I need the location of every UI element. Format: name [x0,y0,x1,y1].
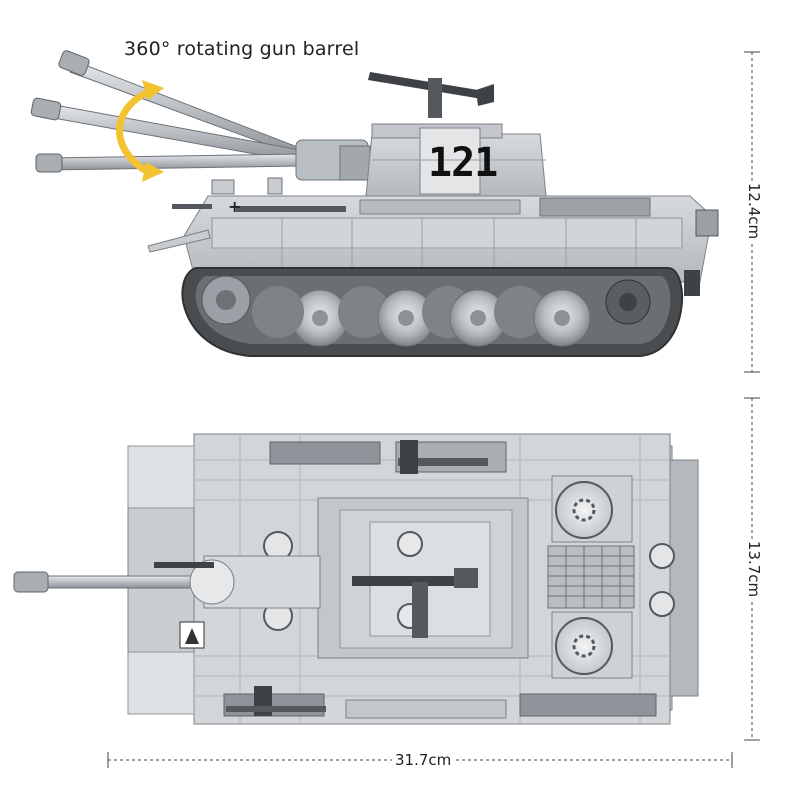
rotation-arrow-icon [116,80,164,182]
roof-machine-gun [368,72,494,118]
width-dimension-label: 13.7cm [745,538,764,600]
turret-top [317,497,529,659]
length-dimension-label: 31.7cm [392,751,455,769]
gun-barrels [30,50,305,173]
rotating-barrel-caption: 360° rotating gun barrel [124,38,360,60]
height-dimension-label: 12.4cm [745,180,764,242]
road-wheels [201,275,651,347]
top-view [13,433,699,725]
turret-machine-gun [352,576,476,586]
engine-deck [547,475,635,679]
side-view: + [30,50,719,357]
fan-icon [555,617,613,675]
fan-icon [555,481,613,539]
gun-barrel-top [13,555,321,609]
turret-side [365,123,547,197]
turret-number: 121 [428,140,498,186]
hull-side: + [147,177,719,296]
svg-text:+: + [228,197,241,216]
